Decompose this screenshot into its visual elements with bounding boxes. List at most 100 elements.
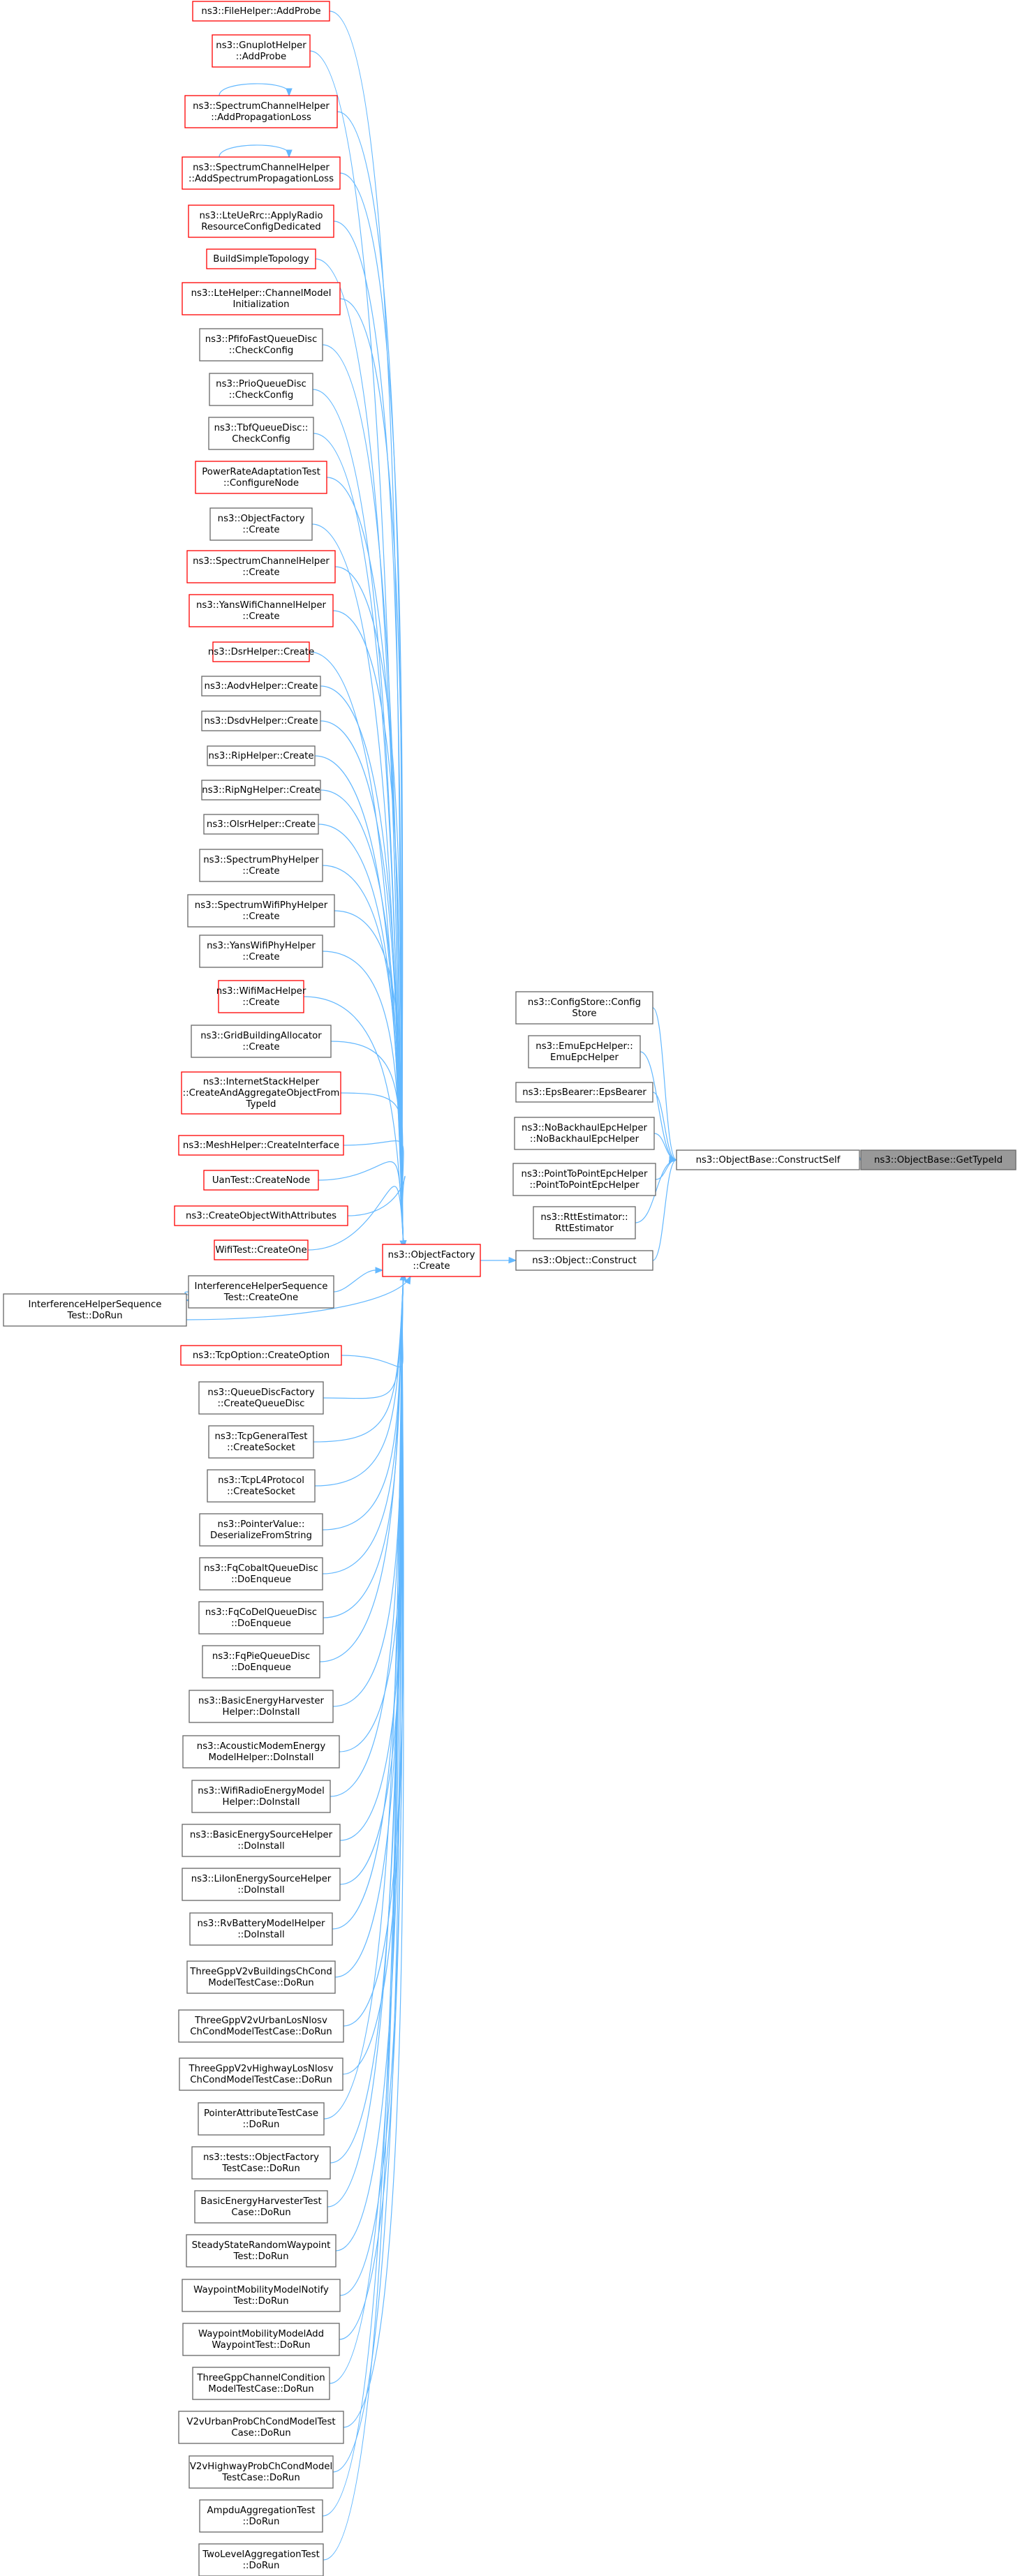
node-box [199, 328, 323, 362]
node-box [533, 1206, 636, 1239]
node-noBackhaul[interactable]: ns3::NoBackhaulEpcHelper::NoBackhaulEpcH… [514, 1117, 655, 1150]
node-c11[interactable]: ns3::ObjectFactory::Create [209, 507, 313, 541]
node-label: TestCase::DoRun [221, 2473, 300, 2483]
node-c12[interactable]: ns3::SpectrumChannelHelper::Create [186, 550, 336, 583]
edge-path [319, 1272, 404, 1662]
node-label: ::Create [242, 997, 279, 1008]
node-c34[interactable]: ns3::TcpL4Protocol::CreateSocket [207, 1469, 316, 1503]
arrowhead [286, 149, 293, 158]
node-c15[interactable]: ns3::AodvHelper::Create [201, 676, 321, 697]
node-c43[interactable]: ns3::LiIonEnergySourceHelper::DoInstall [182, 1868, 341, 1901]
node-c41[interactable]: ns3::WifiRadioEnergyModelHelper::DoInsta… [191, 1780, 331, 1813]
node-label: ns3::RipHelper::Create [208, 751, 313, 761]
node-c17[interactable]: ns3::RipHelper::Create [207, 745, 316, 766]
node-c53[interactable]: WaypointMobilityModelAddWaypointTest::Do… [182, 2323, 340, 2356]
node-c21[interactable]: ns3::SpectrumWifiPhyHelper::Create [187, 894, 335, 928]
node-label: ns3::CreateObjectWithAttributes [186, 1211, 337, 1221]
node-label: ns3::OlsrHelper::Create [207, 819, 316, 830]
node-c32[interactable]: ns3::QueueDiscFactory::CreateQueueDisc [198, 1381, 324, 1415]
node-c7[interactable]: ns3::PfifoFastQueueDisc::CheckConfig [199, 328, 323, 362]
node-c28[interactable]: ns3::CreateObjectWithAttributes [174, 1205, 348, 1226]
node-c45[interactable]: ThreeGppV2vBuildingsChCondModelTestCase:… [186, 1960, 336, 1994]
node-c13[interactable]: ns3::YansWifiChannelHelper::Create [189, 594, 334, 627]
node-c0[interactable]: ns3::FileHelper::AddProbe [192, 1, 330, 22]
node-c18[interactable]: ns3::RipNgHelper::Create [201, 780, 321, 801]
node-c47[interactable]: ThreeGppV2vHighwayLosNlosvChCondModelTes… [179, 2057, 343, 2091]
node-c27[interactable]: UanTest::CreateNode [203, 1170, 319, 1191]
node-c2[interactable]: ns3::SpectrumChannelHelper::AddPropagati… [184, 95, 338, 128]
node-box [515, 991, 653, 1025]
node-c6[interactable]: ns3::LteHelper::ChannelModelInitializati… [182, 282, 341, 315]
node-label: ::AddProbe [236, 52, 286, 62]
node-c8[interactable]: ns3::PrioQueueDisc::CheckConfig [209, 373, 313, 406]
node-c54[interactable]: ThreeGppChannelConditionModelTestCase::D… [192, 2367, 330, 2400]
node-c58[interactable]: TwoLevelAggregationTest::DoRun [198, 2543, 324, 2576]
node-label: Case::DoRun [231, 2208, 290, 2218]
node-c23[interactable]: ns3::WifiMacHelper::Create [216, 980, 306, 1013]
node-label: ::Create [242, 611, 279, 622]
node-c16[interactable]: ns3::DsdvHelper::Create [201, 710, 321, 731]
node-c33[interactable]: ns3::TcpGeneralTest::CreateSocket [208, 1425, 314, 1459]
node-c42[interactable]: ns3::BasicEnergySourceHelper::DoInstall [182, 1824, 341, 1857]
edge-epsBearer-to-constructSelf [652, 1092, 678, 1163]
node-label: ::DoEnqueue [231, 1662, 291, 1673]
node-box [515, 1082, 653, 1103]
node-label: ns3::LteUeRrc::ApplyRadio [199, 211, 323, 221]
edge-path [333, 1270, 376, 1293]
node-box [192, 1, 330, 22]
node-c4[interactable]: ns3::LteUeRrc::ApplyRadioResourceConfigD… [188, 204, 334, 238]
node-c38[interactable]: ns3::FqPieQueueDisc::DoEnqueue [202, 1645, 320, 1678]
node-c31[interactable]: ns3::TcpOption::CreateOption [180, 1345, 342, 1366]
node-c37[interactable]: ns3::FqCoDelQueueDisc::DoEnqueue [198, 1601, 324, 1635]
node-label: ns3::WifiRadioEnergyModel [198, 1786, 325, 1796]
node-label: ns3::SpectrumChannelHelper [193, 101, 330, 112]
node-c9[interactable]: ns3::TbfQueueDisc::CheckConfig [208, 417, 314, 450]
node-epsBearer[interactable]: ns3::EpsBearer::EpsBearer [515, 1082, 653, 1103]
node-label: UanTest::CreateNode [212, 1175, 310, 1186]
node-c10[interactable]: PowerRateAdaptationTest::ConfigureNode [195, 461, 327, 494]
node-c39[interactable]: ns3::BasicEnergyHarvesterHelper::DoInsta… [189, 1690, 334, 1723]
node-c20[interactable]: ns3::SpectrumPhyHelper::Create [199, 849, 323, 882]
node-c25[interactable]: ns3::InternetStackHelper::CreateAndAggre… [181, 1071, 341, 1115]
node-c24[interactable]: ns3::GridBuildingAllocator::Create [191, 1025, 332, 1058]
node-c1[interactable]: ns3::GnuplotHelper::AddProbe [212, 34, 311, 68]
node-c14[interactable]: ns3::DsrHelper::Create [208, 641, 314, 662]
node-c44[interactable]: ns3::RvBatteryModelHelper::DoInstall [189, 1912, 333, 1946]
node-c36[interactable]: ns3::FqCobaltQueueDisc::DoEnqueue [199, 1557, 323, 1591]
node-rttEst[interactable]: ns3::RttEstimator::RttEstimator [533, 1206, 636, 1239]
node-c48[interactable]: PointerAttributeTestCase::DoRun [198, 2102, 325, 2136]
arrowhead [375, 1267, 384, 1274]
edge-path [339, 172, 404, 1249]
node-c5[interactable]: BuildSimpleTopology [206, 248, 316, 269]
node-box [860, 1149, 1017, 1170]
node-objConstruct[interactable]: ns3::Object::Construct [515, 1250, 653, 1271]
node-label: ThreeGppV2vHighwayLosNlosv [189, 2064, 334, 2074]
node-box [199, 1557, 323, 1591]
node-getTypeId[interactable]: ns3::ObjectBase::GetTypeId [860, 1149, 1017, 1170]
node-c57[interactable]: AmpduAggregationTest::DoRun [199, 2499, 323, 2533]
node-p2pEpc[interactable]: ns3::PointToPointEpcHelper::PointToPoint… [512, 1163, 656, 1196]
node-ofCreate[interactable]: ns3::ObjectFactory::Create [382, 1244, 481, 1277]
node-c3[interactable]: ns3::SpectrumChannelHelper::AddSpectrumP… [182, 156, 341, 190]
node-c40[interactable]: ns3::AcousticModemEnergyModelHelper::DoI… [182, 1735, 340, 1769]
node-configStore[interactable]: ns3::ConfigStore::ConfigStore [515, 991, 653, 1025]
node-c29[interactable]: WifiTest::CreateOne [214, 1239, 309, 1260]
node-c22[interactable]: ns3::YansWifiPhyHelper::Create [199, 935, 323, 968]
node-c30[interactable]: InterferenceHelperSequenceTest::CreateOn… [188, 1275, 334, 1309]
node-label: ::DoRun [243, 2561, 280, 2571]
node-label: ns3::LiIonEnergySourceHelper [191, 1874, 332, 1884]
node-constructSelf[interactable]: ns3::ObjectBase::ConstructSelf [676, 1149, 860, 1170]
node-c26[interactable]: ns3::MeshHelper::CreateInterface [178, 1135, 344, 1156]
node-box [189, 1912, 333, 1946]
node-c19[interactable]: ns3::OlsrHelper::Create [203, 814, 319, 835]
node-c46[interactable]: ThreeGppV2vUrbanLosNlosvChCondModelTestC… [178, 2009, 344, 2043]
node-c35[interactable]: ns3::PointerValue::DeserializeFromString [199, 1513, 323, 1547]
node-emuEpc[interactable]: ns3::EmuEpcHelper::EmuEpcHelper [528, 1035, 641, 1069]
